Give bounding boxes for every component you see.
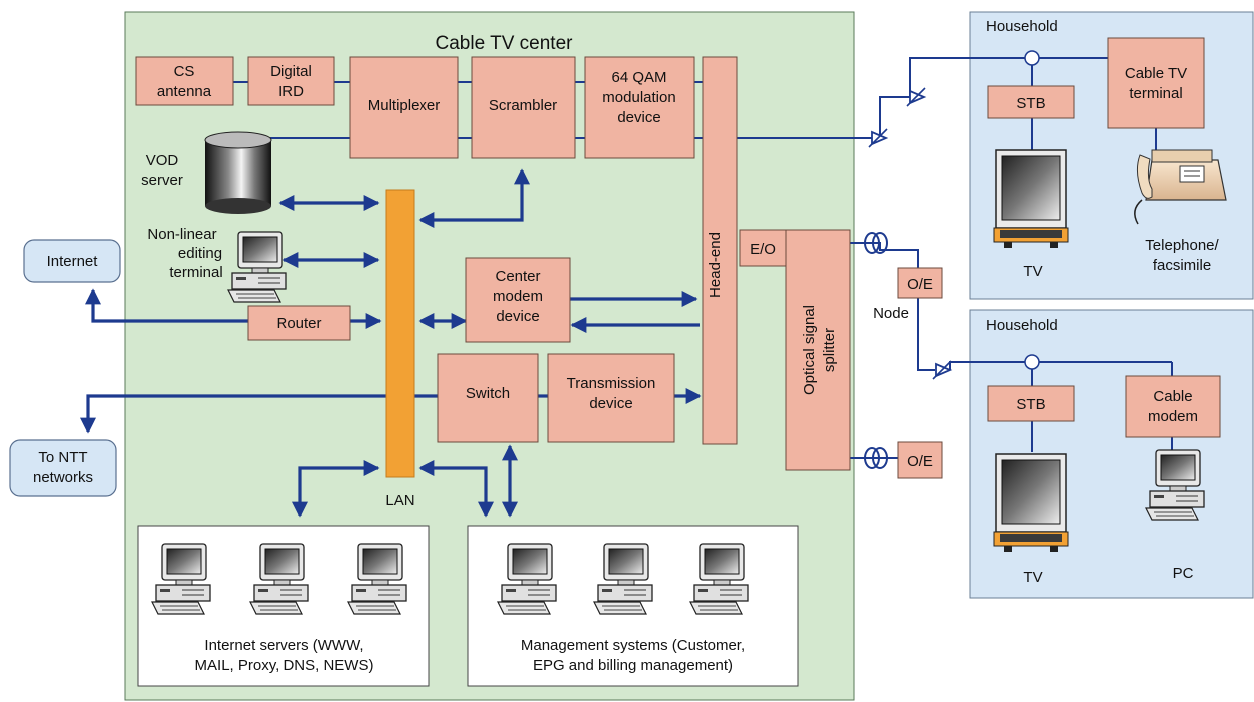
oe-lower-label: O/E [907, 453, 933, 470]
cable-modem-box [1125, 375, 1221, 438]
stb-label-2: STB [1016, 396, 1045, 413]
oe-node-label: O/E [907, 276, 933, 293]
amplifier-icon [906, 87, 926, 107]
head-end-label: Head-end [707, 232, 724, 298]
telephone-label-2: facsimile [1153, 257, 1211, 274]
cs-antenna-label: CS [174, 63, 195, 80]
telephone-label-1: Telephone/ [1145, 237, 1219, 254]
amplifier-icon [932, 360, 952, 380]
ntt-label-2: networks [33, 469, 93, 486]
tv-label-1: TV [1023, 263, 1042, 280]
household-label-2: Household [986, 317, 1058, 334]
center-modem-label-3: device [496, 308, 539, 325]
center-modem-box [465, 257, 571, 343]
ntt-label-1: To NTT [38, 449, 87, 466]
signal-splitter-node [1024, 354, 1040, 370]
stb-label-1: STB [1016, 95, 1045, 112]
transmission-label-1: Transmission [567, 375, 656, 392]
internet-label: Internet [47, 253, 99, 270]
optical-splitter-label-1: Optical signal [801, 305, 818, 395]
lan-label: LAN [385, 492, 414, 509]
node-label: Node [873, 305, 909, 322]
connection-lines [80, 57, 1173, 518]
cable-tv-center-title: Cable TV center [436, 33, 574, 54]
transmission-label-2: device [589, 395, 632, 412]
optical-splitter-label-2: splitter [821, 328, 838, 372]
nonlinear-label-2: editing [178, 245, 222, 262]
digital-ird-box [247, 56, 335, 106]
svg-text:Internet servers (WWW,MAIL, Pr: Internet servers (WWW, MAIL, Proxy, DNS, … [195, 637, 374, 674]
scrambler-label: Scrambler [489, 97, 557, 114]
telephone-fax-icon [1134, 149, 1227, 225]
qam-label-1: 64 QAM [611, 69, 666, 86]
vod-label-1: VOD [146, 152, 179, 169]
stb-box-1 [987, 85, 1075, 119]
multiplexer-box [349, 56, 459, 159]
tv-icon [993, 453, 1069, 553]
cs-antenna-box [135, 56, 234, 106]
database-cylinder-icon [204, 131, 272, 214]
optical-splitter-box [785, 229, 851, 471]
pc-label: PC [1173, 565, 1194, 582]
cable-tv-terminal-label-1: Cable TV [1125, 65, 1187, 82]
nonlinear-label-1: Non-linear [147, 226, 216, 243]
switch-box [437, 353, 539, 443]
multiplexer-label: Multiplexer [368, 97, 441, 114]
lan-bar [385, 189, 415, 478]
qam-label-3: device [617, 109, 660, 126]
transmission-device-box [547, 353, 675, 443]
cable-tv-terminal-label-2: terminal [1129, 85, 1182, 102]
internet-servers-label-1: Internet servers (WWW, [204, 637, 363, 654]
head-end-box [702, 56, 738, 445]
switch-label: Switch [466, 385, 510, 402]
cs-antenna-label-2: antenna [157, 83, 212, 100]
management-label-2: EPG and billing management) [533, 657, 733, 674]
center-modem-label-2: modem [493, 288, 543, 305]
household-label-1: Household [986, 18, 1058, 35]
stb-box-2 [987, 385, 1075, 422]
internet-servers-label-2: MAIL, Proxy, DNS, NEWS) [195, 657, 374, 674]
tv-label-2: TV [1023, 569, 1042, 586]
svg-text:Management systems (Customer,E: Management systems (Customer, EPG and bil… [521, 637, 745, 674]
digital-ird-label: Digital [270, 63, 312, 80]
oe-node-box [897, 267, 943, 299]
eo-label: E/O [750, 241, 776, 258]
ntt-networks-box [9, 439, 117, 497]
internet-box [23, 239, 121, 283]
digital-ird-label-2: IRD [278, 83, 304, 100]
scrambler-box [471, 56, 576, 159]
router-box [247, 305, 351, 341]
qam-modulation-box [584, 56, 695, 159]
center-modem-label-1: Center [495, 268, 540, 285]
cable-modem-label-2: modem [1148, 408, 1198, 425]
amplifier-icon [868, 128, 888, 148]
nonlinear-label-3: terminal [169, 264, 222, 281]
svg-text:Telephone/facsimile: Telephone/facsimile [1145, 237, 1219, 274]
cable-tv-terminal-box [1107, 37, 1205, 129]
cable-modem-label-1: Cable [1153, 388, 1192, 405]
management-label-1: Management systems (Customer, [521, 637, 745, 654]
oe-lower-box [897, 441, 943, 479]
tv-icon [993, 149, 1069, 249]
router-label: Router [276, 315, 321, 332]
eo-box [739, 229, 787, 267]
signal-splitter-node [1024, 50, 1040, 66]
qam-label-2: modulation [602, 89, 675, 106]
vod-label-2: server [141, 172, 183, 189]
